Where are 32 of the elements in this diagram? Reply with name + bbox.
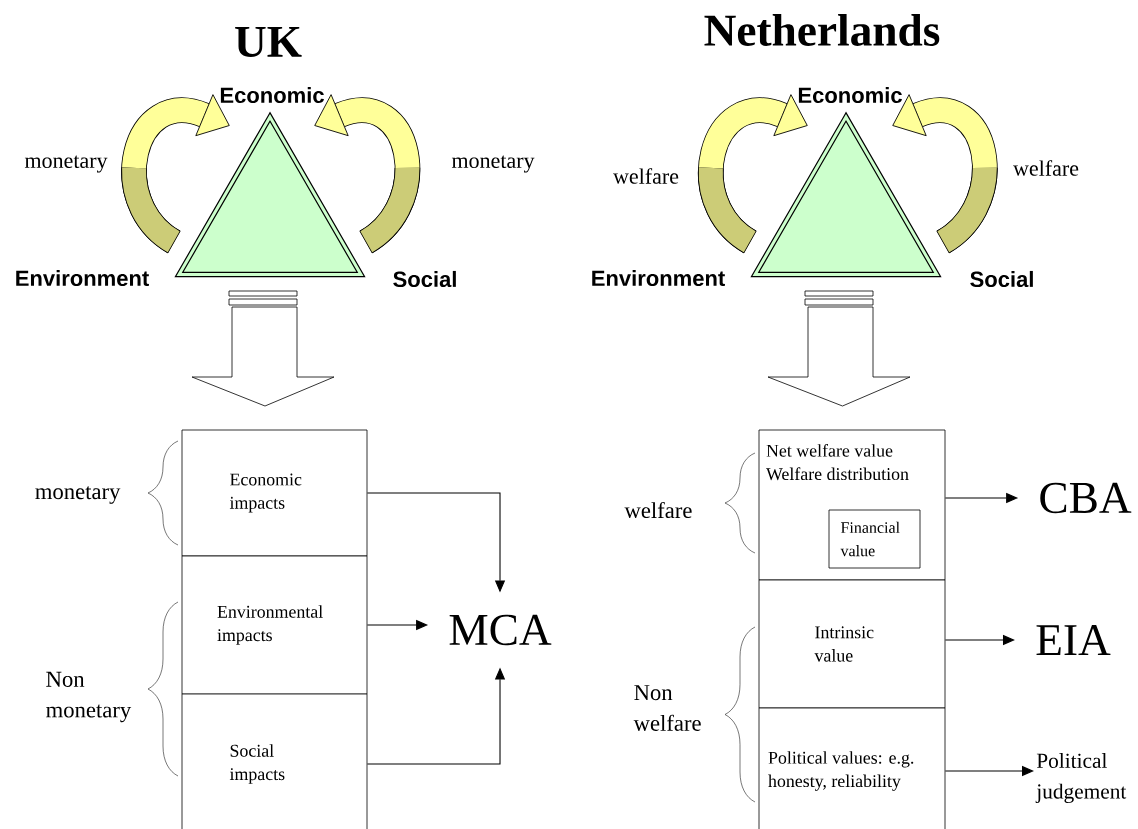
heading: Netherlands <box>704 14 940 46</box>
method-label: CBA <box>1040 482 1132 514</box>
method-label: MCA <box>449 614 552 646</box>
brace-label: Non monetary <box>46 671 132 723</box>
edge-label: welfare <box>1011 158 1081 178</box>
vertex-label: Economic <box>220 86 324 104</box>
value-box: Economic impacts <box>181 429 368 557</box>
method-label: EIA <box>1036 625 1111 655</box>
curved-arrow <box>314 94 421 254</box>
block-arrow <box>767 290 911 407</box>
block-arrow <box>191 290 335 407</box>
brace-label: monetary <box>35 486 121 504</box>
edge-label: monetary <box>450 154 536 174</box>
edge-label: welfare <box>611 166 681 186</box>
edge-label: monetary <box>23 154 109 174</box>
curved-arrow <box>697 94 808 254</box>
vertex-label: Environment <box>592 269 725 287</box>
brace-label: welfare <box>624 501 692 519</box>
vertex-label: Environment <box>16 269 149 287</box>
value-box: Social impacts <box>181 693 368 829</box>
heading: UK <box>235 26 302 58</box>
curved-arrow <box>121 94 230 254</box>
value-box: Intrinsic value <box>758 579 946 709</box>
curved-arrow <box>892 94 998 254</box>
vertex-label: Economic <box>798 86 902 104</box>
vertex-label: Social <box>393 270 456 288</box>
value-box: Political values: e.g. honesty, reliability <box>758 707 946 829</box>
value-box: Environmental impacts <box>181 555 368 695</box>
brace-label: Non welfare <box>633 685 701 731</box>
vertex-label: Social <box>970 270 1033 288</box>
value-box: Financial value <box>828 509 921 569</box>
method-label: Political judgement <box>1035 752 1127 804</box>
